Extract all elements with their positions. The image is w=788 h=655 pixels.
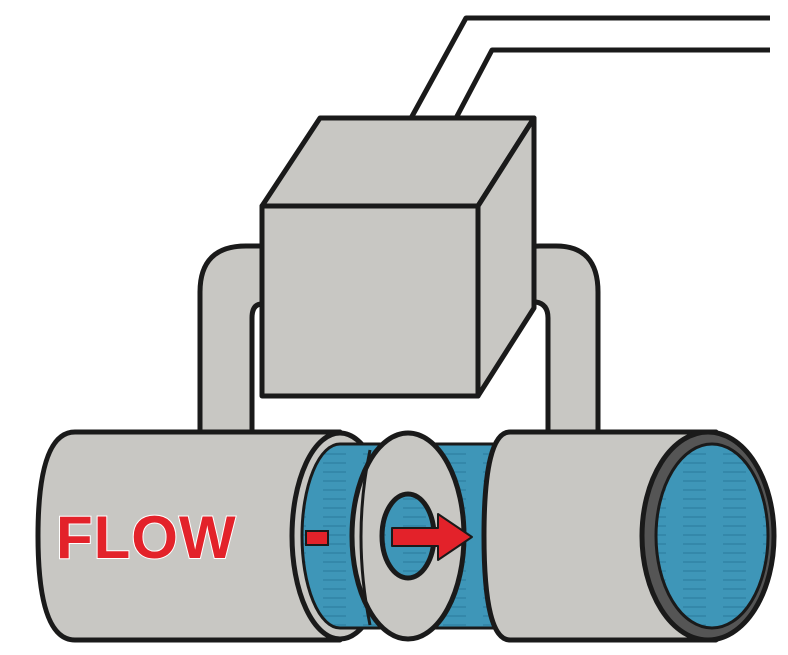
fluid-cross-section-right [654, 442, 770, 630]
pipe-open-end [639, 429, 777, 643]
signal-wires [407, 15, 770, 122]
flow-direction-arrow [391, 513, 473, 561]
transmitter-front-face [259, 203, 481, 399]
left-pipe-body [35, 429, 343, 643]
transmitter-box [259, 115, 537, 399]
flow-arrow-tail [305, 530, 329, 546]
flow-label: FLOW [56, 504, 237, 571]
left-sensing-tube [197, 243, 267, 443]
